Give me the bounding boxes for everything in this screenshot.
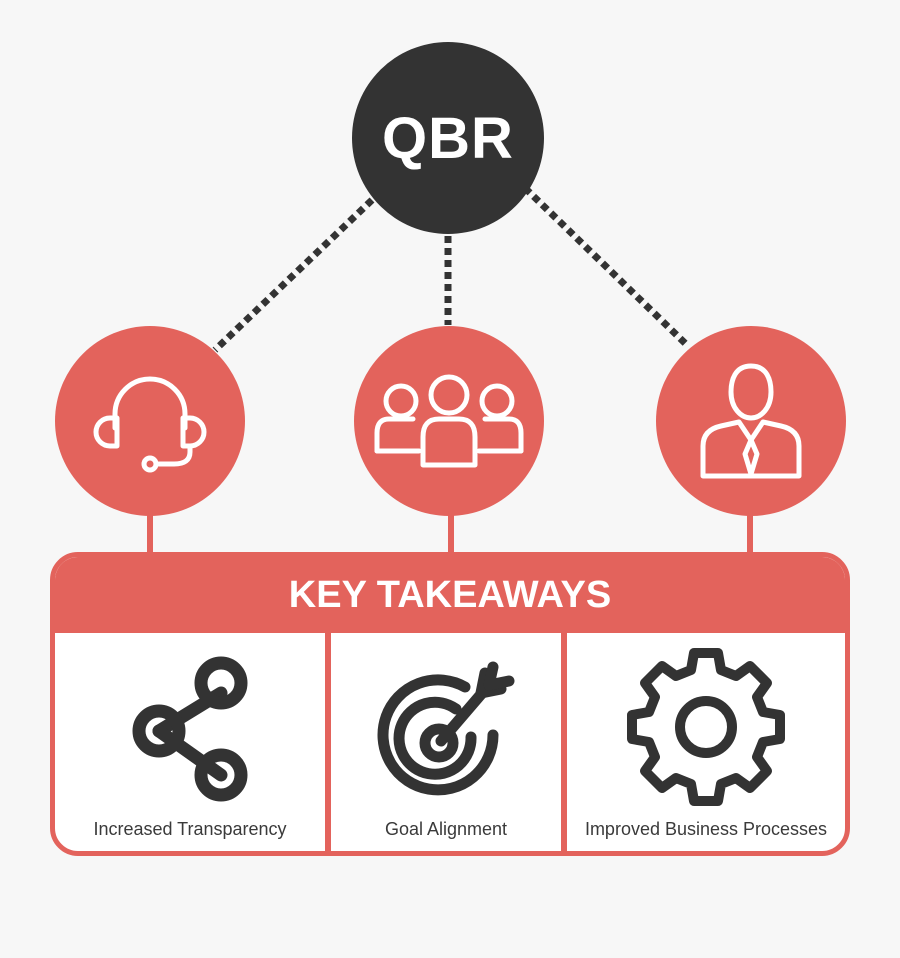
qbr-hub: QBR [352, 42, 544, 234]
key-takeaways-panel: KEY TAKEAWAYS Increased Transpare [50, 552, 850, 856]
key-takeaways-title: KEY TAKEAWAYS [288, 573, 612, 616]
headset-icon [90, 356, 210, 486]
business-person-icon [691, 356, 811, 486]
takeaway-goal-alignment: Goal Alignment [331, 633, 561, 851]
role-circle-manager [656, 326, 846, 516]
takeaway-business-processes: Improved Business Processes [567, 633, 845, 851]
key-takeaways-header: KEY TAKEAWAYS [55, 557, 845, 633]
role-circle-team [354, 326, 544, 516]
qbr-label: QBR [382, 105, 514, 171]
takeaways-row: Increased Transparency [55, 633, 845, 851]
takeaway-label: Increased Transparency [93, 819, 287, 839]
target-icon [361, 647, 531, 812]
takeaway-label: Improved Business Processes [584, 819, 828, 839]
takeaway-transparency: Increased Transparency [55, 633, 325, 851]
team-icon [369, 371, 529, 471]
takeaway-label: Goal Alignment [384, 819, 508, 839]
gear-icon [626, 647, 786, 812]
role-circle-support [55, 326, 245, 516]
cell-divider [561, 633, 567, 851]
share-icon [115, 647, 265, 812]
connector-right [522, 185, 691, 349]
cell-divider [325, 633, 331, 851]
connector-left [212, 197, 375, 353]
